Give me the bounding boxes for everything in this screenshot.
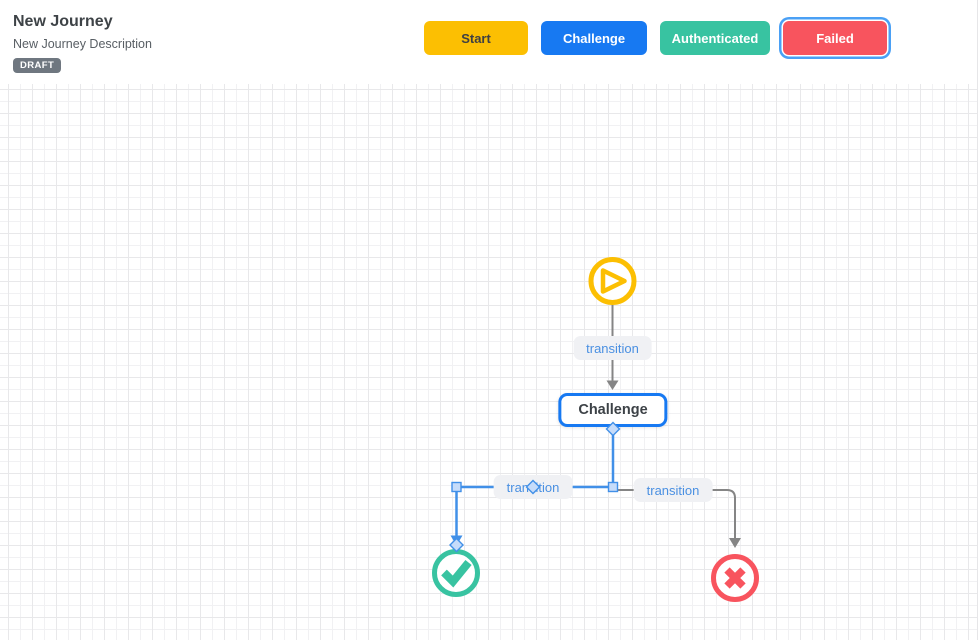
status-badge: DRAFT (13, 58, 62, 73)
start-state-button[interactable]: Start (424, 21, 528, 55)
page-description: New Journey Description (13, 37, 152, 51)
page-title: New Journey (13, 13, 113, 30)
header: New Journey New Journey Description DRAF… (0, 0, 977, 84)
edge-label-challenge-failed[interactable]: transition (633, 478, 713, 502)
challenge-state-button[interactable]: Challenge (541, 21, 647, 55)
failed-state-button[interactable]: Failed (783, 21, 887, 55)
edge-label-challenge-authenticated[interactable]: transition (493, 475, 573, 499)
challenge-node[interactable]: Challenge (558, 393, 668, 427)
flow-canvas[interactable] (0, 84, 977, 640)
edge-label-start-challenge[interactable]: transition (573, 336, 652, 360)
authenticated-state-button[interactable]: Authenticated (660, 21, 770, 55)
state-toolbar: Start Challenge Authenticated Failed (424, 21, 887, 55)
